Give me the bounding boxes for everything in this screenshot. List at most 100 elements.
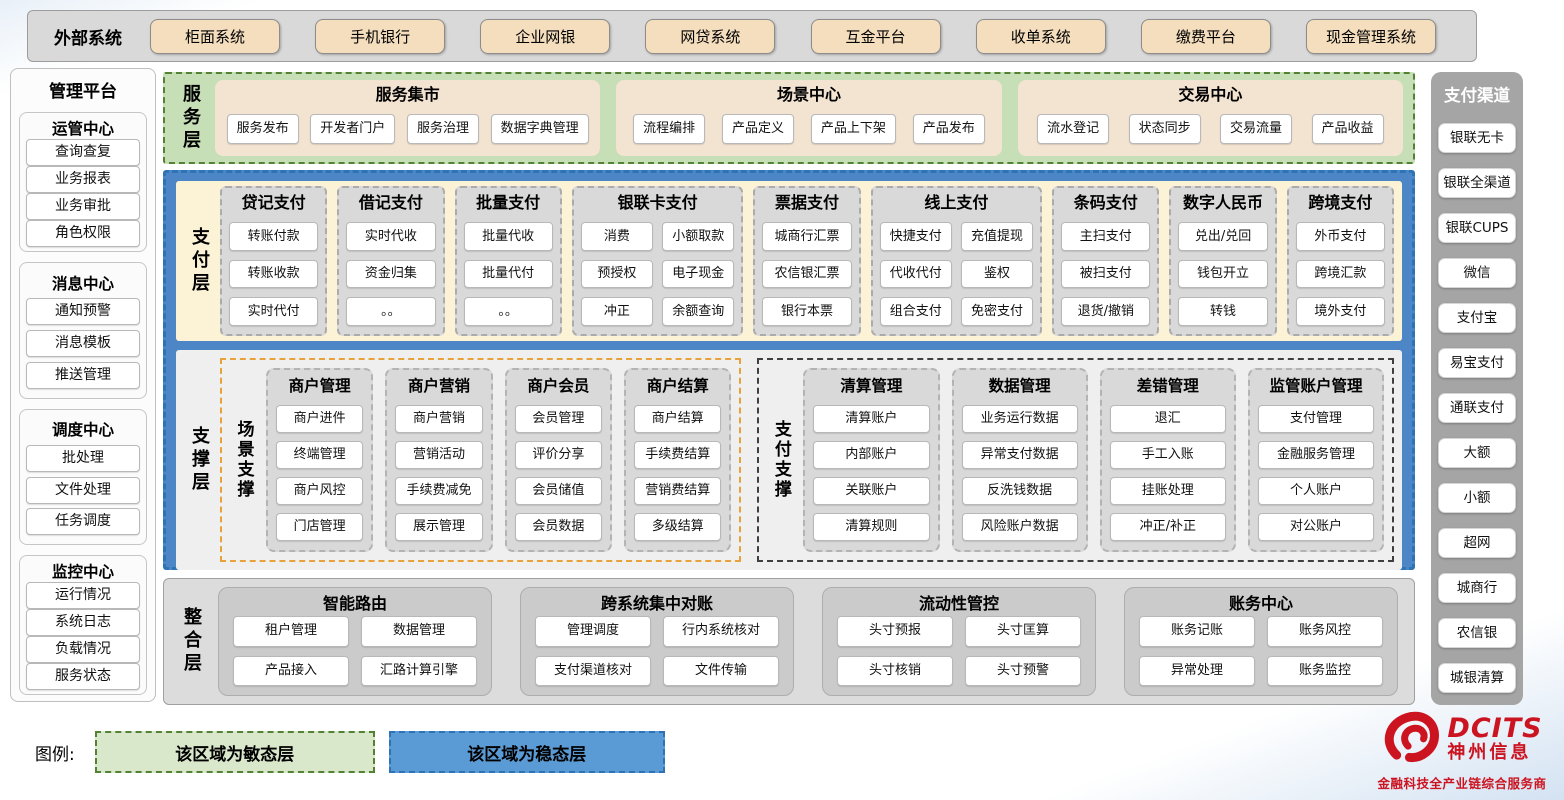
integration-item-box: 头寸预报 <box>837 616 953 647</box>
integration-item-box: 头寸核销 <box>837 655 953 686</box>
legend: 图例: 该区域为敏态层 该区域为稳态层 <box>35 730 665 774</box>
payment-item-box: 电子现金 <box>662 259 735 289</box>
payment-channel-box: 支付宝 <box>1438 303 1516 333</box>
support-category-title: 差错管理 <box>1136 377 1199 395</box>
payment-categories: 贷记支付 转账付款 转账收款 实时代付 借记支 <box>220 186 1394 336</box>
support-category: 商户结算 商户结算 手续费结算 营销费结算 <box>624 368 732 552</box>
payment-item-box: 冲正 <box>580 297 654 326</box>
payment-channel-box: 城商行 <box>1438 573 1516 603</box>
external-systems-bar: 外部系统 柜面系统 手机银行 企业网银 网贷系统 互金平台 收单系统 缴费平台 … <box>27 10 1477 62</box>
integration-item-box: 数据管理 <box>361 616 477 647</box>
support-section: 支付支撑 清算管理 清算账户 <box>757 358 1394 562</box>
management-item-box: 角色权限 <box>26 220 140 247</box>
integration-item-box: 头寸匡算 <box>965 616 1081 647</box>
payment-item-box: 消费 <box>580 222 654 251</box>
external-system-box: 网贷系统 <box>645 18 776 54</box>
support-item-box: 内部账户 <box>813 441 930 469</box>
payment-channel-box: 银联CUPS <box>1438 213 1516 243</box>
service-group-panel: 场景中心 流程编排 产品定义 产品上下架 产品发布 <box>616 80 1002 156</box>
support-item-box: 手续费结算 <box>634 441 722 469</box>
integration-group-title: 跨系统集中对账 <box>600 594 713 613</box>
payment-category-title: 批量支付 <box>476 193 541 212</box>
support-item-box: 冲正/补正 <box>1109 513 1226 541</box>
support-item-box: 业务运行数据 <box>961 405 1078 433</box>
integration-item-box: 汇路计算引擎 <box>361 655 477 686</box>
integration-item-box: 账务风控 <box>1267 616 1383 647</box>
support-category-title: 监管账户管理 <box>1269 377 1363 395</box>
payment-category: 跨境支付 外币支付 跨境汇款 境外支付 <box>1286 186 1394 336</box>
management-item-box: 通知预警 <box>26 298 140 326</box>
payment-category: 借记支付 实时代收 资金归集 。。 <box>337 186 445 336</box>
integration-item-box: 账务记账 <box>1139 616 1255 647</box>
support-category: 商户管理 商户进件 终端管理 商户风控 <box>266 368 374 552</box>
service-group-panel: 交易中心 流水登记 状态同步 交易流量 产品收益 <box>1017 80 1403 156</box>
support-layer: 支撑层 场景支撑 商户管理 <box>176 350 1402 570</box>
payment-category-title: 跨境支付 <box>1308 193 1373 212</box>
support-category: 差错管理 退汇 手工入账 挂账处理 <box>1099 368 1236 552</box>
stable-layer-container: 支付层 贷记支付 转账付款 转账收款 实时代付 <box>163 170 1415 570</box>
support-item-box: 展示管理 <box>395 513 483 541</box>
payment-item-box: 实时代付 <box>229 297 319 326</box>
support-category-title: 数据管理 <box>988 377 1051 395</box>
payment-item-box: 转账付款 <box>229 222 319 251</box>
support-item-box: 评价分享 <box>514 441 603 469</box>
external-system-box: 企业网银 <box>480 18 611 54</box>
payment-item-box: 。。 <box>463 297 553 326</box>
support-category: 商户营销 商户营销 营销活动 手续费减免 <box>385 368 493 552</box>
support-category: 清算管理 清算账户 内部账户 关联账户 <box>803 368 940 552</box>
service-item-box: 流程编排 <box>633 113 706 144</box>
payment-item-box: 转钱 <box>1178 297 1268 326</box>
payment-category-title: 条码支付 <box>1073 193 1138 212</box>
payment-layer: 支付层 贷记支付 转账付款 转账收款 实时代付 <box>176 181 1402 341</box>
integration-group-panel: 账务中心 账务记账 账务风控 异常处理 账务监控 <box>1124 587 1398 696</box>
payment-item-box: 批量代付 <box>463 259 553 289</box>
support-item-box: 挂账处理 <box>1109 477 1226 505</box>
support-item-box: 多级结算 <box>634 513 722 541</box>
support-item-box: 商户进件 <box>276 405 364 433</box>
service-group-title: 交易中心 <box>1178 85 1243 104</box>
payment-item-box: 银行本票 <box>762 297 852 326</box>
payment-layer-label: 支付层 <box>189 226 210 296</box>
service-layer: 服务层 服务集市 服务发布 开发者门户 服务治理 数据字典管理 <box>163 72 1415 164</box>
service-group-title: 服务集市 <box>375 85 440 104</box>
payment-item-box: 免密支付 <box>960 297 1034 326</box>
support-item-box: 清算账户 <box>813 405 930 433</box>
payment-item-box: 批量代收 <box>463 222 553 251</box>
support-item-box: 会员管理 <box>514 405 603 433</box>
integration-group-panel: 流动性管控 头寸预报 头寸匡算 头寸核销 头寸预警 <box>822 587 1096 696</box>
management-item-box: 批处理 <box>26 444 140 472</box>
management-group-title: 运管中心 <box>51 120 114 138</box>
payment-item-box: 余额查询 <box>662 297 735 326</box>
dcits-logo-cn: 神州信息 <box>1447 741 1532 763</box>
service-item-box: 产品上下架 <box>810 113 896 144</box>
service-item-box: 状态同步 <box>1128 113 1201 144</box>
integration-item-box: 头寸预警 <box>965 655 1081 686</box>
management-group: 运管中心 查询查复 业务报表 业务审批 角色权限 <box>19 112 147 252</box>
payment-item-box: 境外支付 <box>1295 297 1385 326</box>
payment-item-box: 鉴权 <box>960 259 1034 289</box>
service-layer-groups: 服务集市 服务发布 开发者门户 服务治理 数据字典管理 <box>215 80 1403 156</box>
payment-channel-box: 小额 <box>1438 483 1516 513</box>
payment-item-box: 农信银汇票 <box>762 259 852 289</box>
service-layer-label: 服务层 <box>180 83 201 153</box>
management-platform-title: 管理平台 <box>49 82 117 102</box>
management-group: 调度中心 批处理 文件处理 任务调度 <box>19 408 147 545</box>
payment-channel-box: 大额 <box>1438 438 1516 468</box>
support-category: 监管账户管理 支付管理 金融服务管理 个人账户 <box>1247 368 1385 552</box>
payment-category-title: 贷记支付 <box>241 193 306 212</box>
management-group-title: 消息中心 <box>51 274 114 293</box>
support-item-box: 终端管理 <box>276 441 364 469</box>
integration-item-box: 管理调度 <box>535 616 651 647</box>
payment-item-box: 转账收款 <box>229 259 319 289</box>
payment-item-box: 主扫支付 <box>1061 222 1151 251</box>
integration-item-box: 行内系统核对 <box>663 616 779 647</box>
support-item-box: 会员储值 <box>514 477 603 505</box>
payment-item-box: 被扫支付 <box>1061 259 1151 289</box>
payment-channel-box: 银联全渠道 <box>1438 168 1516 198</box>
payment-item-box: 钱包开立 <box>1178 259 1268 289</box>
support-item-box: 商户风控 <box>276 477 364 505</box>
support-section-label: 场景支撑 <box>233 420 254 500</box>
support-section-label: 支付支撑 <box>770 420 791 500</box>
support-category: 数据管理 业务运行数据 异常支付数据 反洗钱数据 <box>951 368 1088 552</box>
service-item-box: 数据字典管理 <box>490 113 589 144</box>
